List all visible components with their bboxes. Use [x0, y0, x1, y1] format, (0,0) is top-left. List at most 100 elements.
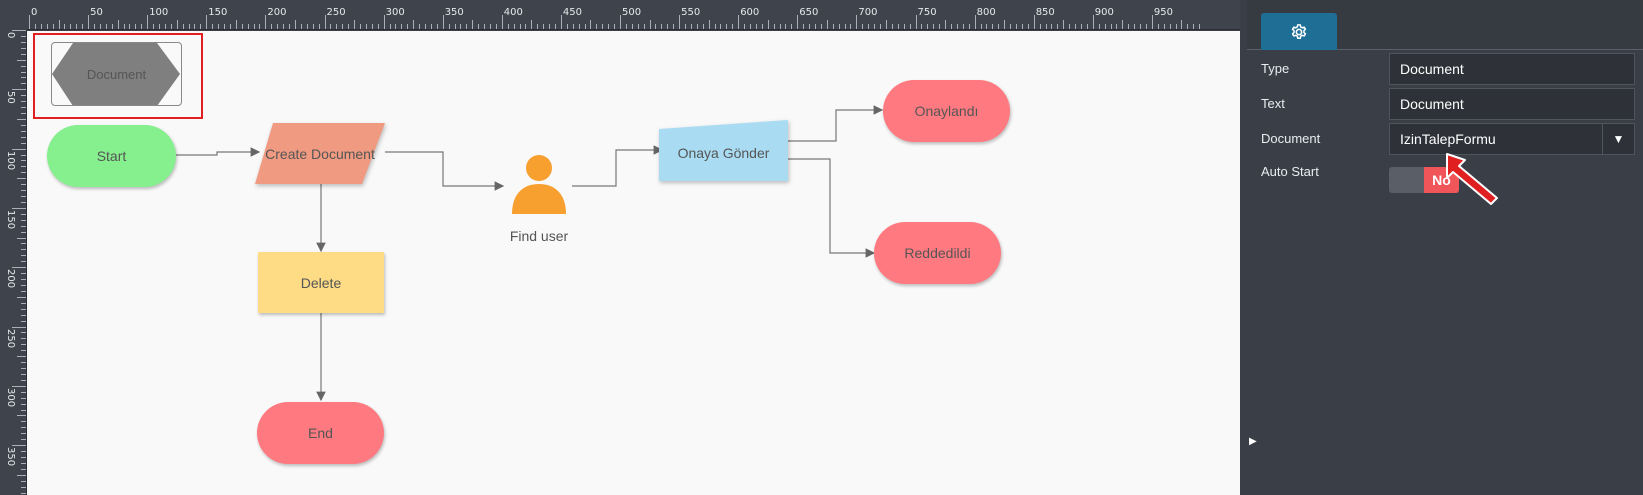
ruler-tick	[820, 24, 822, 29]
link-create-finduser[interactable]	[385, 151, 505, 191]
link-onaya-onaylandi[interactable]	[787, 105, 884, 142]
end-node[interactable]: End	[257, 402, 384, 464]
find-user-label: Find user	[509, 228, 569, 244]
reddedildi-node[interactable]: Reddedildi	[874, 222, 1001, 284]
ruler-tick	[602, 24, 604, 29]
link-onaya-reddedildi[interactable]	[787, 158, 876, 258]
ruler-tick	[696, 24, 698, 29]
type-field[interactable]: Document	[1389, 53, 1635, 85]
ruler-tick	[371, 24, 373, 29]
ruler-tick	[1069, 24, 1071, 29]
ruler-tick	[448, 24, 450, 29]
ruler-tick	[241, 24, 243, 29]
ruler-tick	[708, 20, 710, 29]
ruler-tick	[218, 24, 220, 29]
link-start-create[interactable]	[176, 147, 261, 157]
document-select[interactable]: IzinTalepFormu ▼	[1389, 123, 1635, 155]
ruler-tick	[401, 24, 403, 29]
tab-settings[interactable]	[1261, 13, 1337, 50]
palette-item-border[interactable]	[51, 42, 182, 106]
ruler-tick	[519, 24, 521, 29]
ruler-tick	[12, 326, 26, 328]
ruler-tick	[1122, 20, 1124, 29]
ruler-tick	[70, 24, 72, 29]
ruler-tick	[625, 24, 627, 29]
ruler-tick	[21, 154, 26, 156]
ruler-tick	[259, 24, 261, 29]
ruler-label: 850	[1035, 7, 1055, 18]
ruler-tick	[495, 24, 497, 29]
text-field[interactable]: Document	[1389, 88, 1635, 120]
ruler-tick	[21, 332, 26, 334]
ruler-tick	[336, 24, 338, 29]
ruler-tick	[21, 379, 26, 381]
ruler-tick	[436, 24, 438, 29]
ruler-tick	[12, 267, 26, 269]
ruler-tick	[88, 15, 90, 29]
palette-document-hexagon[interactable]	[52, 43, 180, 106]
chevron-down-icon[interactable]: ▼	[1602, 124, 1634, 154]
ruler-tick	[21, 350, 26, 352]
ruler-tick	[797, 15, 799, 29]
ruler-label: 550	[681, 7, 701, 18]
create-document-shape[interactable]	[255, 123, 385, 184]
ruler-tick	[590, 20, 592, 29]
ruler-tick	[761, 24, 763, 29]
ruler-tick	[21, 468, 26, 470]
ruler-tick	[21, 196, 26, 198]
ruler-tick	[560, 15, 562, 29]
ruler-tick	[306, 24, 308, 29]
link-finduser-onaya[interactable]	[572, 145, 664, 187]
ruler-tick	[283, 24, 285, 29]
ruler-tick	[300, 24, 302, 29]
start-node[interactable]: Start	[47, 125, 176, 187]
ruler-tick	[21, 201, 26, 203]
onaya-gonder-shape[interactable]	[659, 120, 788, 181]
ruler-tick	[21, 397, 26, 399]
ruler-tick	[702, 24, 704, 29]
ruler-tick	[21, 77, 26, 79]
ruler-tick	[513, 24, 515, 29]
ruler-tick	[21, 184, 26, 186]
ruler-tick	[1128, 24, 1130, 29]
ruler-tick	[46, 24, 48, 29]
ruler-tick	[826, 20, 828, 29]
ruler-tick	[413, 20, 415, 29]
ruler-tick	[880, 24, 882, 29]
ruler-tick	[17, 118, 26, 120]
ruler-label: 50	[90, 7, 103, 18]
ruler-tick	[324, 15, 326, 29]
ruler-tick	[21, 71, 26, 73]
ruler-tick	[21, 273, 26, 275]
ruler-tick	[12, 445, 26, 447]
ruler-label: 250	[326, 7, 346, 18]
ruler-tick	[472, 20, 474, 29]
ruler-tick	[21, 65, 26, 67]
ruler-label: 0	[5, 32, 16, 39]
ruler-tick	[986, 24, 988, 29]
ruler-tick	[235, 20, 237, 29]
ruler-tick	[21, 219, 26, 221]
user-icon[interactable]	[512, 155, 566, 214]
delete-node[interactable]: Delete	[258, 252, 384, 313]
ruler-tick	[21, 255, 26, 257]
ruler-tick	[1199, 24, 1201, 29]
onaylandi-node[interactable]: Onaylandı	[883, 80, 1010, 142]
ruler-tick	[950, 24, 952, 29]
panel-expand-icon[interactable]: ▶	[1249, 436, 1257, 447]
ruler-tick	[253, 24, 255, 29]
ruler-label: 750	[917, 7, 937, 18]
ruler-tick	[779, 24, 781, 29]
ruler-tick	[21, 362, 26, 364]
ruler-tick	[200, 24, 202, 29]
ruler-tick	[791, 24, 793, 29]
ruler-tick	[21, 279, 26, 281]
ruler-label: 300	[385, 7, 405, 18]
ruler-tick	[643, 24, 645, 29]
ruler-tick	[289, 24, 291, 29]
diagram-canvas[interactable]: Document Start Create Document Find user…	[27, 31, 1240, 495]
ruler-tick	[1098, 24, 1100, 29]
ruler-tick	[21, 213, 26, 215]
ruler-tick	[679, 15, 681, 29]
